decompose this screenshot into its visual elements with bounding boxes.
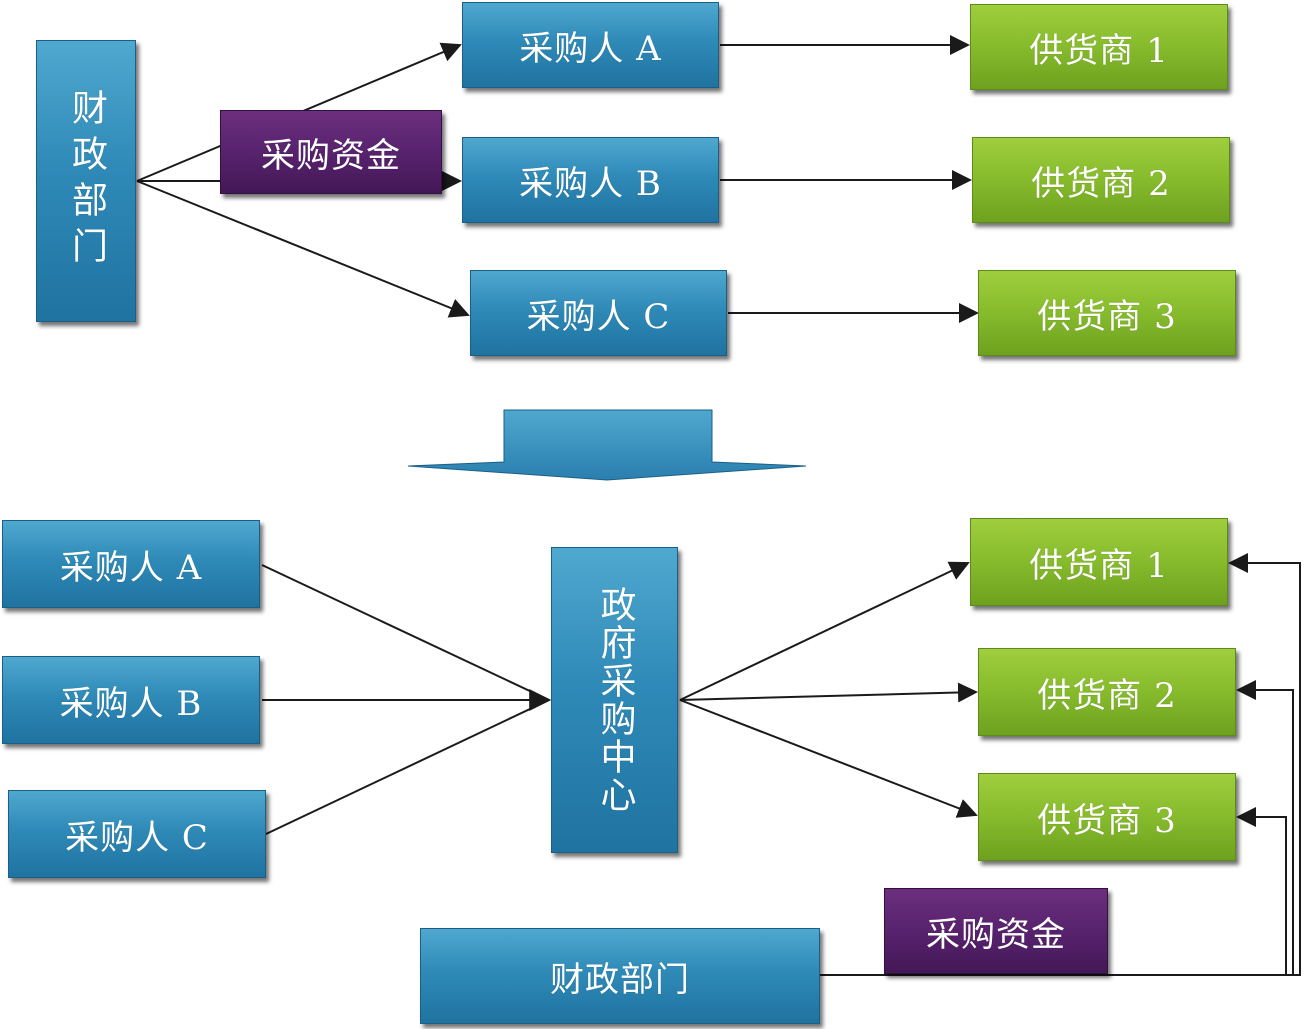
arrow-center-to-supplier-1 xyxy=(679,561,970,701)
arrow-purchaser-c-to-center xyxy=(265,699,550,835)
bottom-procurement-center: 政府采购中心 xyxy=(551,547,678,853)
top-purchaser-c: 采购人 C xyxy=(470,270,727,356)
arrow-center-to-supplier-3 xyxy=(679,699,978,818)
arrow-finance-to-supplier-3 xyxy=(1236,807,1287,975)
bottom-purchaser-c: 采购人 C xyxy=(8,790,266,878)
down-arrow-icon xyxy=(407,409,807,481)
bottom-supplier-1: 供货商 1 xyxy=(970,518,1228,606)
arrow-finance-to-supplier-2 xyxy=(1236,680,1294,975)
bottom-supplier-3: 供货商 3 xyxy=(978,773,1236,861)
bottom-finance-dept: 财政部门 xyxy=(420,928,820,1024)
bottom-fund-label: 采购资金 xyxy=(884,888,1108,974)
top-fund-label: 采购资金 xyxy=(220,110,442,194)
top-supplier-1: 供货商 1 xyxy=(970,4,1228,90)
bottom-purchaser-b: 采购人 B xyxy=(2,656,260,744)
top-finance-dept: 财政部门 xyxy=(36,40,136,322)
top-supplier-2: 供货商 2 xyxy=(972,137,1230,223)
bottom-supplier-2: 供货商 2 xyxy=(978,648,1236,736)
arrow-finance-to-supplier-1 xyxy=(820,553,1301,976)
top-supplier-3: 供货商 3 xyxy=(978,270,1236,356)
bottom-purchaser-a: 采购人 A xyxy=(2,520,260,608)
arrow-purchaser-a-to-center xyxy=(261,564,550,701)
arrow-center-to-supplier-2 xyxy=(679,682,978,703)
top-purchaser-a: 采购人 A xyxy=(462,2,719,88)
arrow-finance-to-purchaser-c xyxy=(136,180,470,318)
top-purchaser-b: 采购人 B xyxy=(462,137,719,223)
